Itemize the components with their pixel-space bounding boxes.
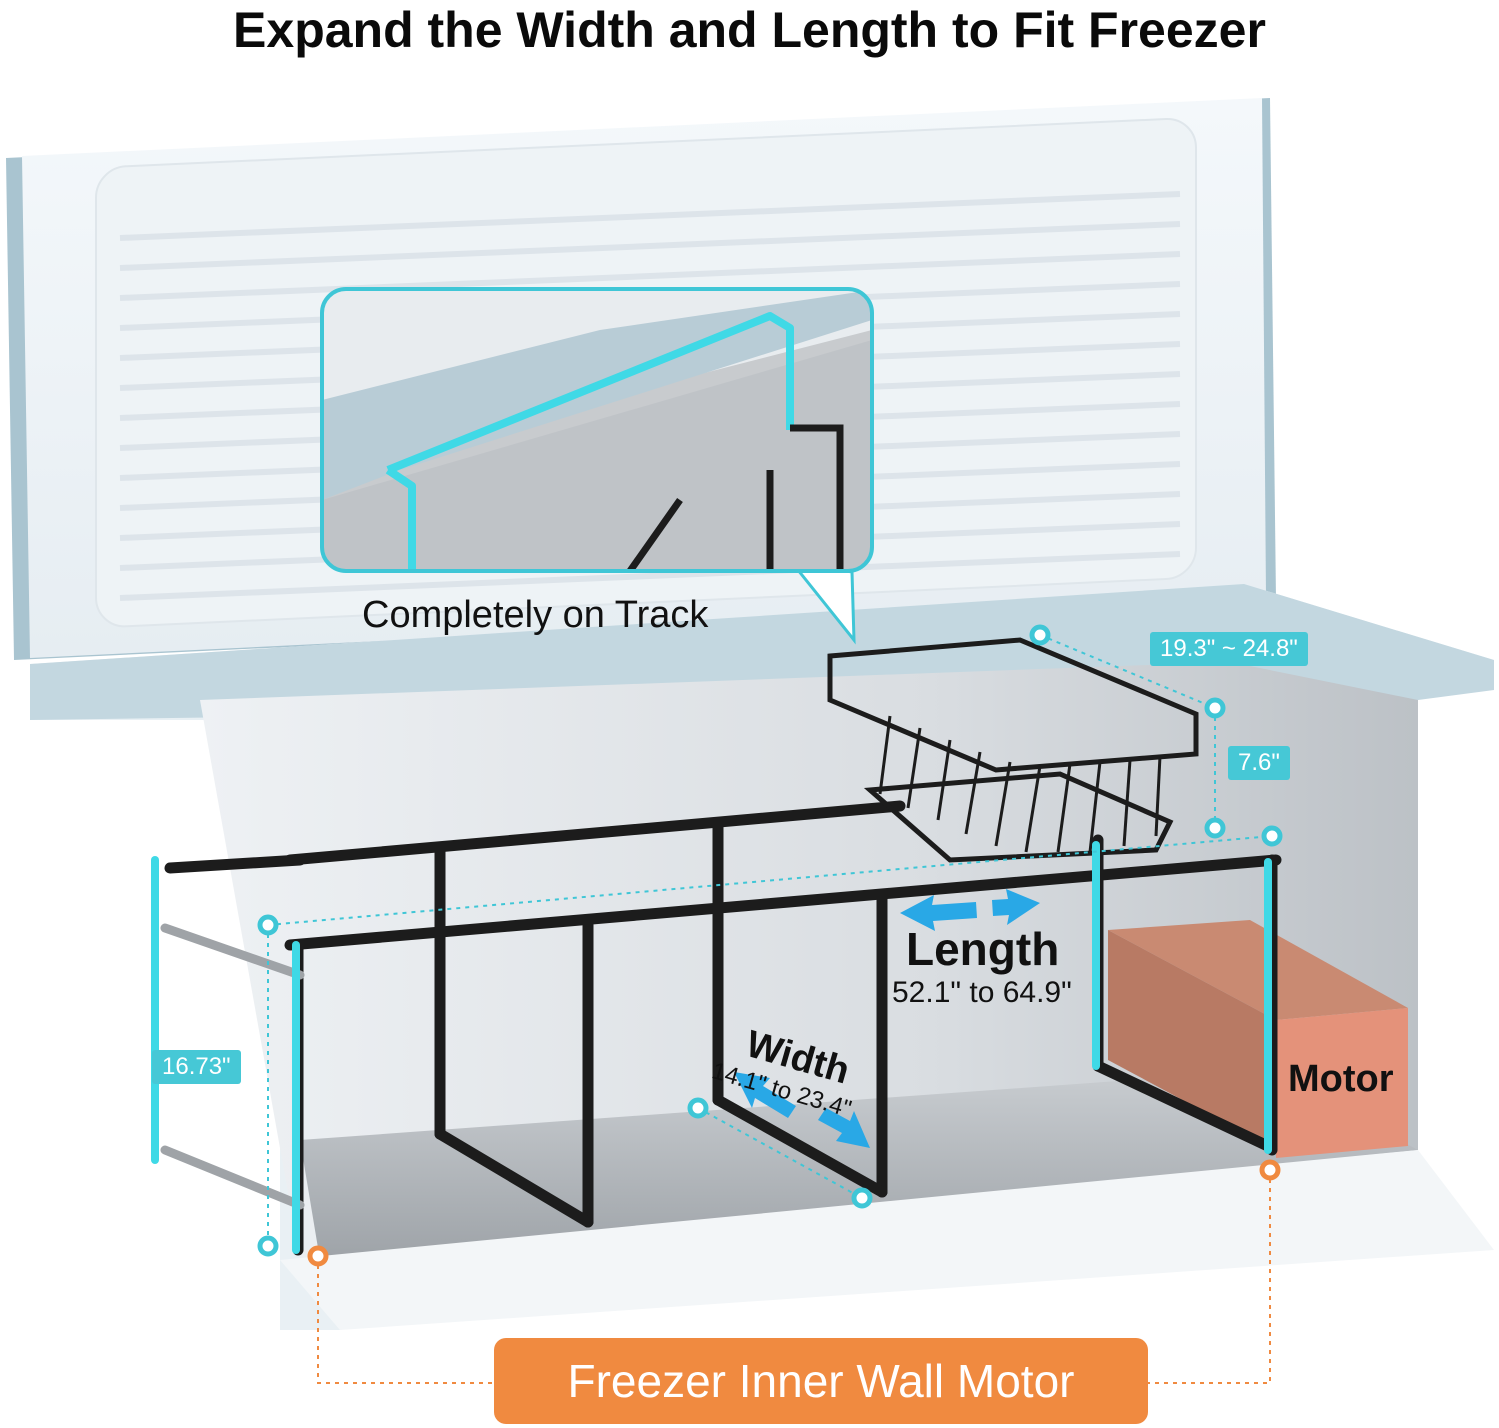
depth-range-label: 19.3" ~ 24.8" (1150, 632, 1308, 666)
basket-height-label: 7.6" (1228, 746, 1290, 780)
rack-extension-rods (160, 923, 305, 1210)
page-title: Expand the Width and Length to Fit Freez… (233, 2, 1266, 58)
wire-basket (827, 637, 1199, 863)
callout-caption: Completely on Track (362, 594, 709, 636)
expand-arrow-icon (734, 889, 1040, 1148)
length-title: Length (906, 923, 1060, 975)
dimension-guides (267, 634, 1273, 1246)
motor-guides (317, 1170, 1271, 1384)
rack-height-label: 16.73" (152, 1050, 241, 1084)
motor-box (1108, 920, 1408, 1158)
motor-label: Motor (1288, 1058, 1394, 1100)
track-callout-inset (320, 287, 874, 645)
height-highlights (151, 841, 1272, 1254)
inner-wall-motor-badge: Freezer Inner Wall Motor (494, 1338, 1148, 1424)
length-value: 52.1" to 64.9" (892, 976, 1072, 1009)
motor-dot-icon (307, 1159, 1281, 1267)
dimension-dot-icon (257, 624, 1283, 1257)
